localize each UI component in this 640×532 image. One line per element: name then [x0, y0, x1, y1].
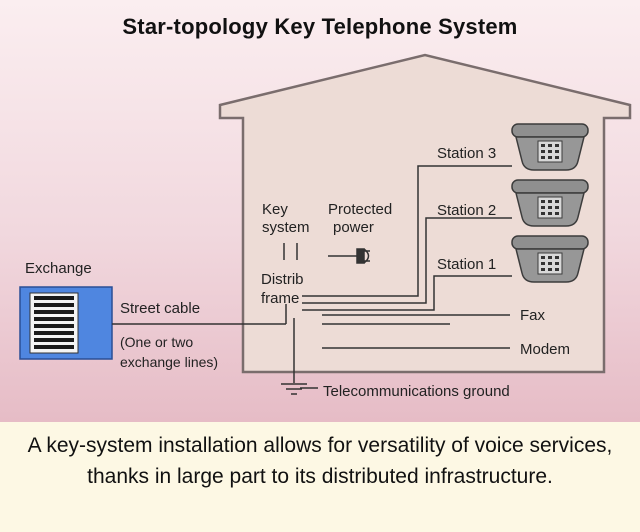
telephone-icon: [511, 179, 589, 227]
protected-power-label-1: Protected: [328, 201, 392, 218]
station-2-label: Station 2: [437, 202, 496, 219]
topology-diagram: Exchange Street cable (One or two exchan…: [19, 53, 632, 400]
diagram-title: Star-topology Key Telephone System: [122, 14, 518, 39]
exchange-label: Exchange: [25, 260, 92, 277]
diagram-area: Star-topology Key Telephone System: [0, 0, 640, 422]
distrib-frame-label-2: frame: [261, 290, 299, 307]
protected-power-label-2: power: [333, 219, 374, 236]
exchange-note-line-2: exchange lines): [120, 354, 218, 370]
street-cable-line: [112, 304, 287, 325]
station-1-label: Station 1: [437, 256, 496, 273]
exchange-note-line-1: (One or two: [120, 334, 193, 350]
modem-label: Modem: [520, 341, 570, 358]
exchange-building-icon: [19, 286, 113, 360]
key-system-label-2: system: [262, 219, 310, 236]
key-system-frame: [283, 243, 298, 260]
key-system-label-1: Key: [262, 201, 288, 218]
figure-caption: A key-system installation allows for ver…: [0, 422, 640, 532]
ground-label: Telecommunications ground: [323, 383, 510, 400]
distrib-frame-label-1: Distrib: [261, 271, 304, 288]
plug-icon: [328, 248, 370, 264]
ground-icon: [281, 383, 307, 395]
station-3-label: Station 3: [437, 145, 496, 162]
telephone-icon: [511, 235, 589, 283]
fax-label: Fax: [520, 307, 546, 324]
street-cable-label: Street cable: [120, 300, 200, 317]
telephone-icon: [511, 123, 589, 171]
station-wiring: [293, 165, 512, 389]
